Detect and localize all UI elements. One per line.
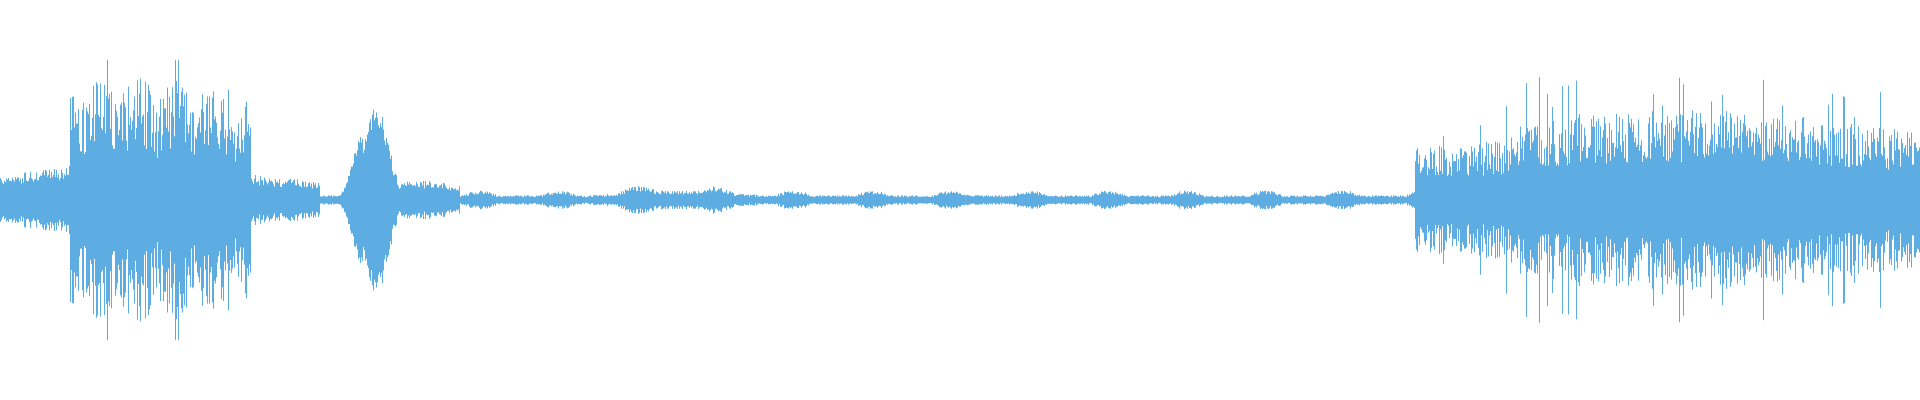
waveform-samples <box>0 60 1920 340</box>
